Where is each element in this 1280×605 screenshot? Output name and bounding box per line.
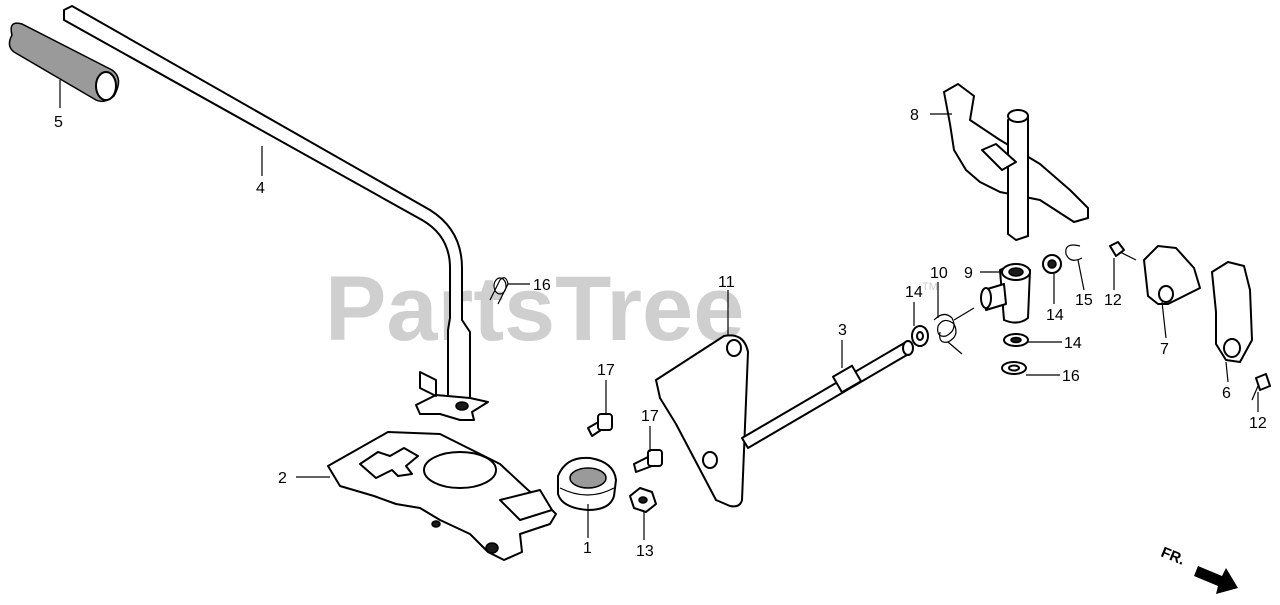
- part-14c-washer[interactable]: [1003, 333, 1029, 347]
- callout-17a: 17: [597, 362, 615, 379]
- callout-14b: 14: [1046, 307, 1064, 324]
- callout-5: 5: [54, 114, 63, 131]
- callout-10: 10: [930, 265, 948, 282]
- part-15a-clip[interactable]: [1065, 244, 1083, 261]
- part-10-spring[interactable]: [933, 307, 975, 355]
- callout-12a: 12: [1104, 292, 1122, 309]
- part-12b-bolt[interactable]: [1251, 373, 1271, 401]
- callouts: 5 4 2 1 17 17 13 11 3 16 14 10 9 8 14 15…: [54, 107, 1267, 560]
- callout-17b: 17: [641, 408, 659, 425]
- part-4-lever-rod[interactable]: [63, 5, 489, 421]
- part-3-shaft[interactable]: [741, 340, 914, 449]
- callout-11: 11: [718, 274, 735, 291]
- callout-15a: 15: [1075, 292, 1093, 309]
- part-7-cam[interactable]: [1143, 245, 1201, 305]
- callout-4: 4: [256, 180, 265, 197]
- callout-7: 7: [1160, 341, 1169, 358]
- part-6-arm[interactable]: [1211, 261, 1253, 363]
- front-direction-indicator: FR.: [1159, 544, 1238, 594]
- callout-9: 9: [964, 265, 973, 282]
- callout-14c: 14: [1064, 335, 1082, 352]
- front-label: FR.: [1159, 544, 1188, 569]
- part-13-nut[interactable]: [629, 487, 657, 513]
- part-16-clip[interactable]: [489, 277, 509, 305]
- part-8-fork[interactable]: [943, 83, 1089, 241]
- callout-1: 1: [583, 540, 592, 557]
- part-2-shift-plate[interactable]: [327, 431, 557, 561]
- callout-8: 8: [910, 107, 919, 124]
- callout-12b: 12: [1249, 415, 1267, 432]
- callout-13: 13: [636, 543, 654, 560]
- leader-lines: [59, 80, 1259, 540]
- watermark-text: PartsTree: [325, 258, 744, 360]
- callout-14a: 14: [905, 284, 923, 301]
- callout-2: 2: [278, 470, 287, 487]
- part-15b-clip[interactable]: [1001, 361, 1027, 375]
- part-1-grommet[interactable]: [557, 456, 617, 511]
- callout-3: 3: [838, 322, 847, 339]
- front-arrow-icon: [1194, 566, 1238, 594]
- part-11-bracket[interactable]: [655, 334, 749, 508]
- callout-6: 6: [1222, 385, 1231, 402]
- part-14b-washer[interactable]: [1042, 254, 1062, 274]
- callout-16: 16: [533, 277, 551, 294]
- part-5-grip[interactable]: [8, 22, 120, 103]
- callout-15b: 16: [1062, 368, 1080, 385]
- part-17a-bolt[interactable]: [587, 413, 613, 437]
- part-14a-washer[interactable]: [911, 325, 929, 347]
- part-12a-bolt[interactable]: [1109, 241, 1137, 261]
- watermark-trademark: TM: [922, 281, 938, 293]
- part-17b-bolt[interactable]: [633, 449, 663, 473]
- part-9-joint[interactable]: [980, 263, 1031, 324]
